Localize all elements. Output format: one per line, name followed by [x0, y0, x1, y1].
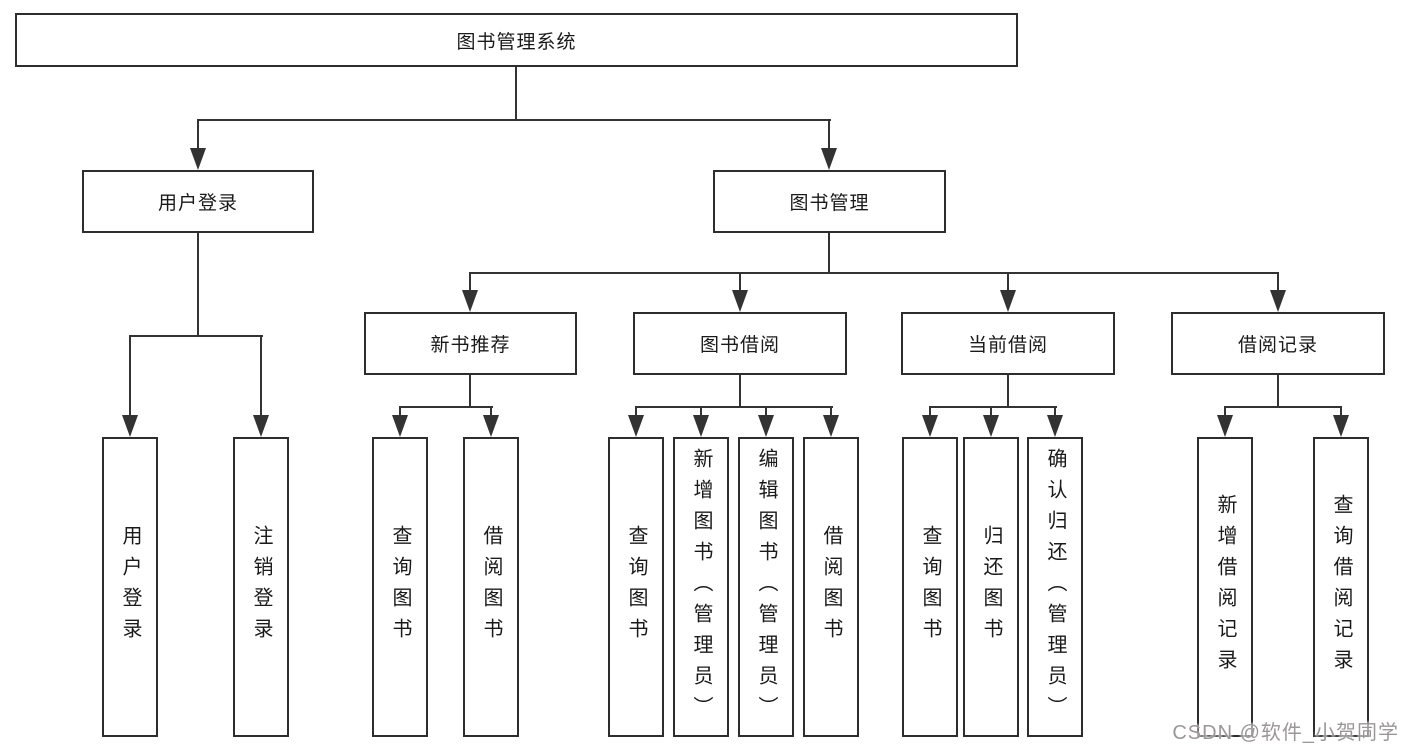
- connector-line: [1277, 272, 1279, 294]
- leaf-query-books-borrowing: 查询图书: [608, 437, 664, 737]
- arrow-down-icon: [190, 148, 206, 170]
- leaf-add-books-admin: 新增图书（管理员）: [673, 437, 729, 737]
- node-library-management-system: 图书管理系统: [15, 13, 1018, 67]
- leaf-label: 新增借阅记录: [1214, 494, 1236, 680]
- connector-line: [828, 119, 830, 151]
- leaf-borrow-books: 借阅图书: [803, 437, 859, 737]
- node-current-borrowing: 当前借阅: [901, 312, 1115, 375]
- arrow-down-icon: [122, 415, 138, 437]
- connector-line: [469, 272, 1279, 274]
- connector-line: [929, 406, 931, 418]
- connector-line: [129, 335, 263, 337]
- connector-line: [1224, 406, 1342, 408]
- connector-line: [469, 272, 471, 294]
- connector-line: [1340, 406, 1342, 418]
- arrow-down-icon: [1270, 290, 1286, 312]
- leaf-label: 查询图书: [625, 525, 647, 649]
- arrow-down-icon: [253, 415, 269, 437]
- connector-line: [1277, 374, 1279, 408]
- connector-line: [929, 406, 1057, 408]
- leaf-edit-books-admin: 编辑图书（管理员）: [738, 437, 794, 737]
- arrow-down-icon: [462, 290, 478, 312]
- connector-line: [129, 335, 131, 418]
- leaf-label: 确认归还（管理员）: [1044, 447, 1066, 727]
- connector-line: [1224, 406, 1226, 418]
- arrow-down-icon: [732, 290, 748, 312]
- arrow-down-icon: [758, 415, 774, 437]
- leaf-user-login: 用户登录: [102, 437, 158, 737]
- connector-line: [700, 406, 702, 418]
- leaf-query-books-current: 查询图书: [902, 437, 958, 737]
- leaf-confirm-return-admin: 确认归还（管理员）: [1027, 437, 1083, 737]
- connector-line: [1054, 406, 1056, 418]
- arrow-down-icon: [483, 415, 499, 437]
- csdn-watermark: CSDN @软件_小贺同学: [1172, 722, 1399, 744]
- connector-line: [260, 335, 262, 418]
- connector-line: [739, 272, 741, 294]
- connector-line: [197, 119, 199, 151]
- connector-line: [469, 374, 471, 408]
- arrow-down-icon: [1000, 290, 1016, 312]
- arrow-down-icon: [922, 415, 938, 437]
- node-book-management: 图书管理: [713, 170, 946, 233]
- node-borrowing-records: 借阅记录: [1171, 312, 1385, 375]
- leaf-logout: 注销登录: [233, 437, 289, 737]
- arrow-down-icon: [823, 415, 839, 437]
- arrow-down-icon: [1217, 415, 1233, 437]
- arrow-down-icon: [821, 148, 837, 170]
- leaf-borrow-books-recommend: 借阅图书: [463, 437, 519, 737]
- connector-line: [635, 406, 833, 408]
- connector-line: [1007, 374, 1009, 408]
- connector-line: [765, 406, 767, 418]
- connector-line: [1007, 272, 1009, 294]
- connector-line: [515, 67, 517, 121]
- connector-line: [635, 406, 637, 418]
- node-new-book-recommendation: 新书推荐: [364, 312, 577, 375]
- node-book-borrowing: 图书借阅: [633, 312, 847, 375]
- connector-line: [990, 406, 992, 418]
- leaf-return-books: 归还图书: [963, 437, 1019, 737]
- arrow-down-icon: [693, 415, 709, 437]
- connector-line: [490, 406, 492, 418]
- leaf-label: 用户登录: [119, 525, 141, 649]
- leaf-label: 查询图书: [389, 525, 411, 649]
- leaf-label: 借阅图书: [820, 525, 842, 649]
- connector-line: [828, 232, 830, 274]
- arrow-down-icon: [1047, 415, 1063, 437]
- leaf-query-books-recommend: 查询图书: [372, 437, 428, 737]
- leaf-label: 查询借阅记录: [1330, 494, 1352, 680]
- connector-line: [197, 119, 831, 121]
- arrow-down-icon: [1333, 415, 1349, 437]
- leaf-label: 注销登录: [250, 525, 272, 649]
- node-user-login: 用户登录: [82, 170, 314, 233]
- leaf-add-borrow-record: 新增借阅记录: [1197, 437, 1253, 737]
- leaf-label: 借阅图书: [480, 525, 502, 649]
- arrow-down-icon: [392, 415, 408, 437]
- connector-line: [197, 232, 199, 337]
- connector-line: [739, 374, 741, 408]
- leaf-label: 查询图书: [919, 525, 941, 649]
- leaf-label: 编辑图书（管理员）: [755, 447, 777, 727]
- leaf-label: 新增图书（管理员）: [690, 447, 712, 727]
- leaf-query-borrow-record: 查询借阅记录: [1313, 437, 1369, 737]
- leaf-label: 归还图书: [980, 525, 1002, 649]
- connector-line: [830, 406, 832, 418]
- arrow-down-icon: [628, 415, 644, 437]
- connector-line: [399, 406, 401, 418]
- connector-line: [399, 406, 493, 408]
- arrow-down-icon: [983, 415, 999, 437]
